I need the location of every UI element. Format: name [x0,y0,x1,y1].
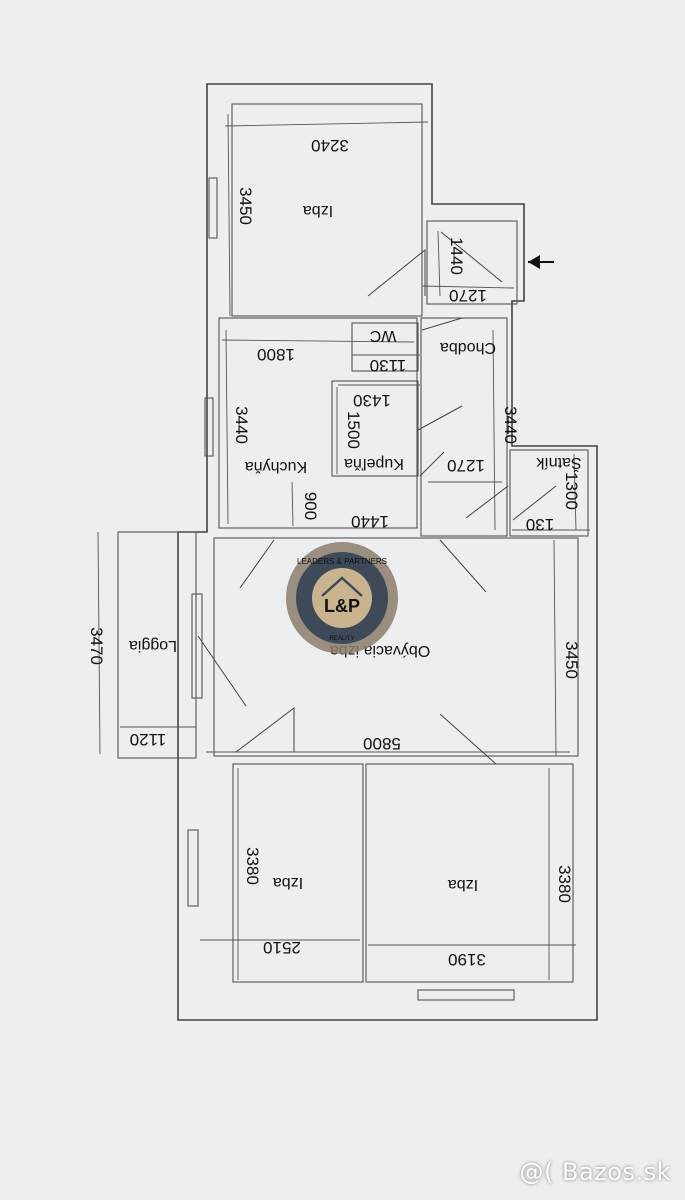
dim-label: 1130 [370,356,407,375]
dim-label: 1300 [562,472,581,510]
dim-label: 3470 [87,627,106,665]
dimension-lines [97,113,590,980]
dim-label: 5800 [363,734,401,753]
dim-label: 900 [301,492,320,520]
dim-label: 3450 [562,641,581,679]
dim-label: 3380 [555,865,574,903]
windows [187,177,515,1001]
room-label: Kuchyňa [245,458,307,475]
logo-sub: REALITY [329,636,354,642]
room-kupelna [331,380,419,477]
dim-label: 1440 [447,237,466,275]
room-loggia [117,531,197,759]
dim-label: 130 [526,515,554,534]
dim-label: 3450 [236,187,255,225]
logo-mark: L&P [324,596,360,616]
dim-label: 3440 [501,406,520,444]
dim-label: 1430 [353,391,391,410]
arrow-left-icon [528,255,554,269]
dim-label: 3380 [243,847,262,885]
room-izba-left [232,763,364,983]
dim-label: 2510 [263,938,301,957]
dim-label: 1270 [447,456,485,475]
room-label: Loggia [129,637,177,654]
dim-label: 3440 [232,406,251,444]
dim-label: 3190 [448,950,486,969]
dim-label: 3240 [311,136,349,155]
dim-label: 1800 [257,345,295,364]
room-label: Šatník [535,454,581,473]
room-label: Chodba [440,339,496,356]
dim-label: 1440 [351,512,389,531]
room-chodba [420,317,508,537]
room-label: Izba [273,874,303,891]
room-izba-right [365,763,574,983]
room-label: Izba [448,876,478,893]
room-label: Kupeľňa [344,455,404,472]
room-obyvacia [213,537,579,757]
logo-ring-text: LEADERS & PARTNERS [297,557,387,566]
door-swings [197,231,557,765]
leaders-partners-logo: L&P LEADERS & PARTNERS REALITY [286,542,398,654]
room-label: Izba [303,202,333,219]
entry-box [426,220,518,305]
room-satnik [509,449,589,537]
dim-label: 1270 [449,286,487,305]
bazos-watermark: @( Bazos.sk [519,1158,671,1186]
room-wc [351,322,419,372]
room-izba-top [231,103,423,317]
dim-label: 1120 [130,730,167,749]
dim-label: 1500 [344,411,363,449]
room-label: WC [370,327,397,344]
